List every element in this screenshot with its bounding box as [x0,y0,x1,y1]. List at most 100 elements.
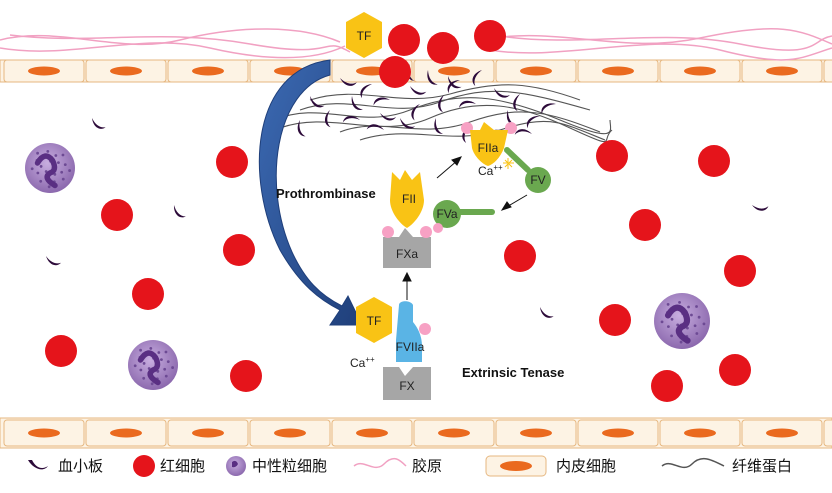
ca-lower-sup: ++ [365,355,375,364]
platelet [434,118,444,134]
neutrophil-granule [667,325,670,329]
neutrophil-granule [36,151,39,155]
legend-rbc: 红细胞 [133,455,205,477]
ca-lower-label: Ca [350,356,366,370]
platelet [472,70,482,86]
neutrophil-granule [30,167,34,171]
cell-nucleus [520,428,552,438]
red-blood-cell [474,20,506,52]
platelet [438,95,444,113]
legend-platelet: 血小板 [28,457,103,475]
collagen-icon [353,457,407,469]
neutrophil-granule [695,305,698,308]
red-blood-cell [101,199,133,231]
neutrophil-granule [164,374,168,378]
svg-text:Ca++: Ca++ [350,355,375,370]
ca-burst-icon [503,158,514,169]
cell-nucleus [520,66,552,76]
cell-nucleus [602,428,634,438]
legend-endothelial: 内皮细胞 [485,455,616,477]
cell-nucleus [684,428,716,438]
neutrophil-nucleus [34,153,58,189]
neutrophil-granule [68,169,72,172]
neutrophil-granule [166,360,170,364]
cell-nucleus [192,66,224,76]
platelet-icon [28,460,48,470]
platelet [411,104,420,121]
red-blood-cell [629,209,661,241]
ca-upper-sup: ++ [493,163,503,172]
ca-upper-label: Ca [478,164,494,178]
fxa-block: FXa [382,226,432,268]
red-blood-cell [427,32,459,64]
platelet [92,118,106,129]
platelet [526,115,540,129]
platelet [400,118,416,129]
top-endothelium [0,59,832,83]
platelet [506,110,517,126]
neutrophil-granule [142,376,146,380]
cell-nucleus [28,66,60,76]
neutrophil-granule [697,315,701,319]
neutrophil-granule [54,154,58,157]
platelet [340,78,357,86]
tf-bottom: TF [356,297,392,343]
neutrophil-granule [171,366,175,369]
cell-nucleus [356,428,388,438]
cell-nucleus [766,428,798,438]
neutrophil-granule [702,322,706,326]
cell-nucleus [110,66,142,76]
neutrophil-granule [61,153,65,157]
platelet [462,126,471,143]
neutrophil-granule [157,351,161,354]
fx-block: FX [383,367,431,400]
neutrophil-granule [60,170,64,174]
neutrophil-granule [133,364,137,368]
platelet [351,96,363,110]
red-blood-cell [45,335,77,367]
fva-label: FVa [436,207,457,221]
fibrin-mesh [274,84,613,143]
neutrophil-granule [690,313,693,317]
neutrophil-granule [660,320,664,324]
fviia-label: FVIIa [396,340,425,354]
svg-text:Ca++: Ca++ [478,163,503,178]
red-blood-cell [724,255,756,287]
fiia-label: FIIa [478,141,499,155]
red-blood-cell [132,278,164,310]
neutrophil-granule [63,163,67,167]
platelet [752,205,769,211]
rbc-icon [133,455,155,477]
legend-neutrophil: 中性粒细胞 [226,456,327,476]
activation-arrow [402,271,412,300]
cell-nucleus [110,428,142,438]
red-blood-cell [230,360,262,392]
platelet [514,129,532,135]
cell-nucleus [438,66,470,76]
platelet [540,307,554,318]
legend-collagen: 胶原 [353,457,442,475]
platelet [342,116,360,123]
red-blood-cell [216,146,248,178]
endothelial-cell [823,419,832,447]
neutrophil-granule [36,171,40,175]
platelet [459,100,476,108]
neutrophil-granule [695,332,699,335]
legend: 血小板 红细胞 中性粒细胞 胶原 内皮细胞 纤维蛋白 [28,455,792,477]
neutrophil [654,293,710,349]
neutrophil [128,340,178,390]
ca-lower: Ca++ [350,355,375,370]
legend-rbc-label: 红细胞 [160,457,205,475]
neutrophil-granule [687,305,690,309]
curved-blue-arrow [258,59,363,326]
fx-label: FX [399,379,414,393]
red-blood-cell [504,240,536,272]
endothelial-cell [823,59,832,83]
fii-factor: FII [390,170,424,228]
fv-label: FV [530,173,545,187]
platelet [410,86,427,95]
fv-factor: FV [504,147,551,193]
red-blood-cell [596,140,628,172]
neutrophil [25,143,75,193]
